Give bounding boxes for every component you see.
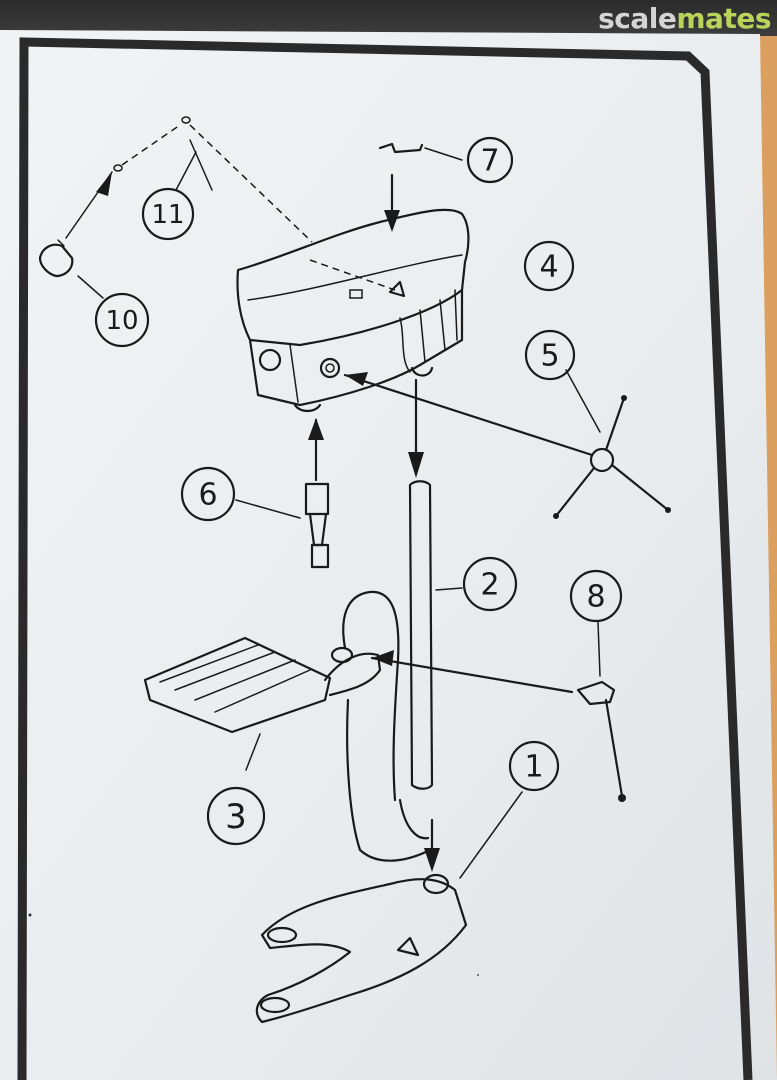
callout-8: 8 [586,580,605,615]
watermark-logo: scalemates [598,2,771,35]
lever-drawing [576,621,626,802]
callout-11: 11 [151,200,184,230]
callout-1: 1 [524,750,543,785]
base-drawing [28,791,523,1024]
motor-housing-drawing [236,208,470,413]
callout-10: 10 [105,306,138,336]
paper-sheet [0,30,777,1080]
column-drawing [408,378,463,790]
crank-arrow [384,173,400,232]
callout-3: 3 [225,797,247,837]
dark-background [0,0,777,36]
callout-2: 2 [480,568,499,603]
pedal-drawing [143,590,574,862]
callout-5: 5 [540,339,559,374]
callout-7: 7 [480,144,499,179]
chuck-drawing [235,418,330,569]
watermark-part1: scale [598,2,677,35]
watermark-part2: mates [676,2,771,35]
callouts [94,136,623,846]
knob-drawing [38,116,313,299]
crank-handle-drawing [378,142,463,161]
callout-4: 4 [539,250,558,285]
feed-handle-drawing [343,369,671,519]
callout-6: 6 [198,478,217,513]
printed-frame [17,37,753,1080]
